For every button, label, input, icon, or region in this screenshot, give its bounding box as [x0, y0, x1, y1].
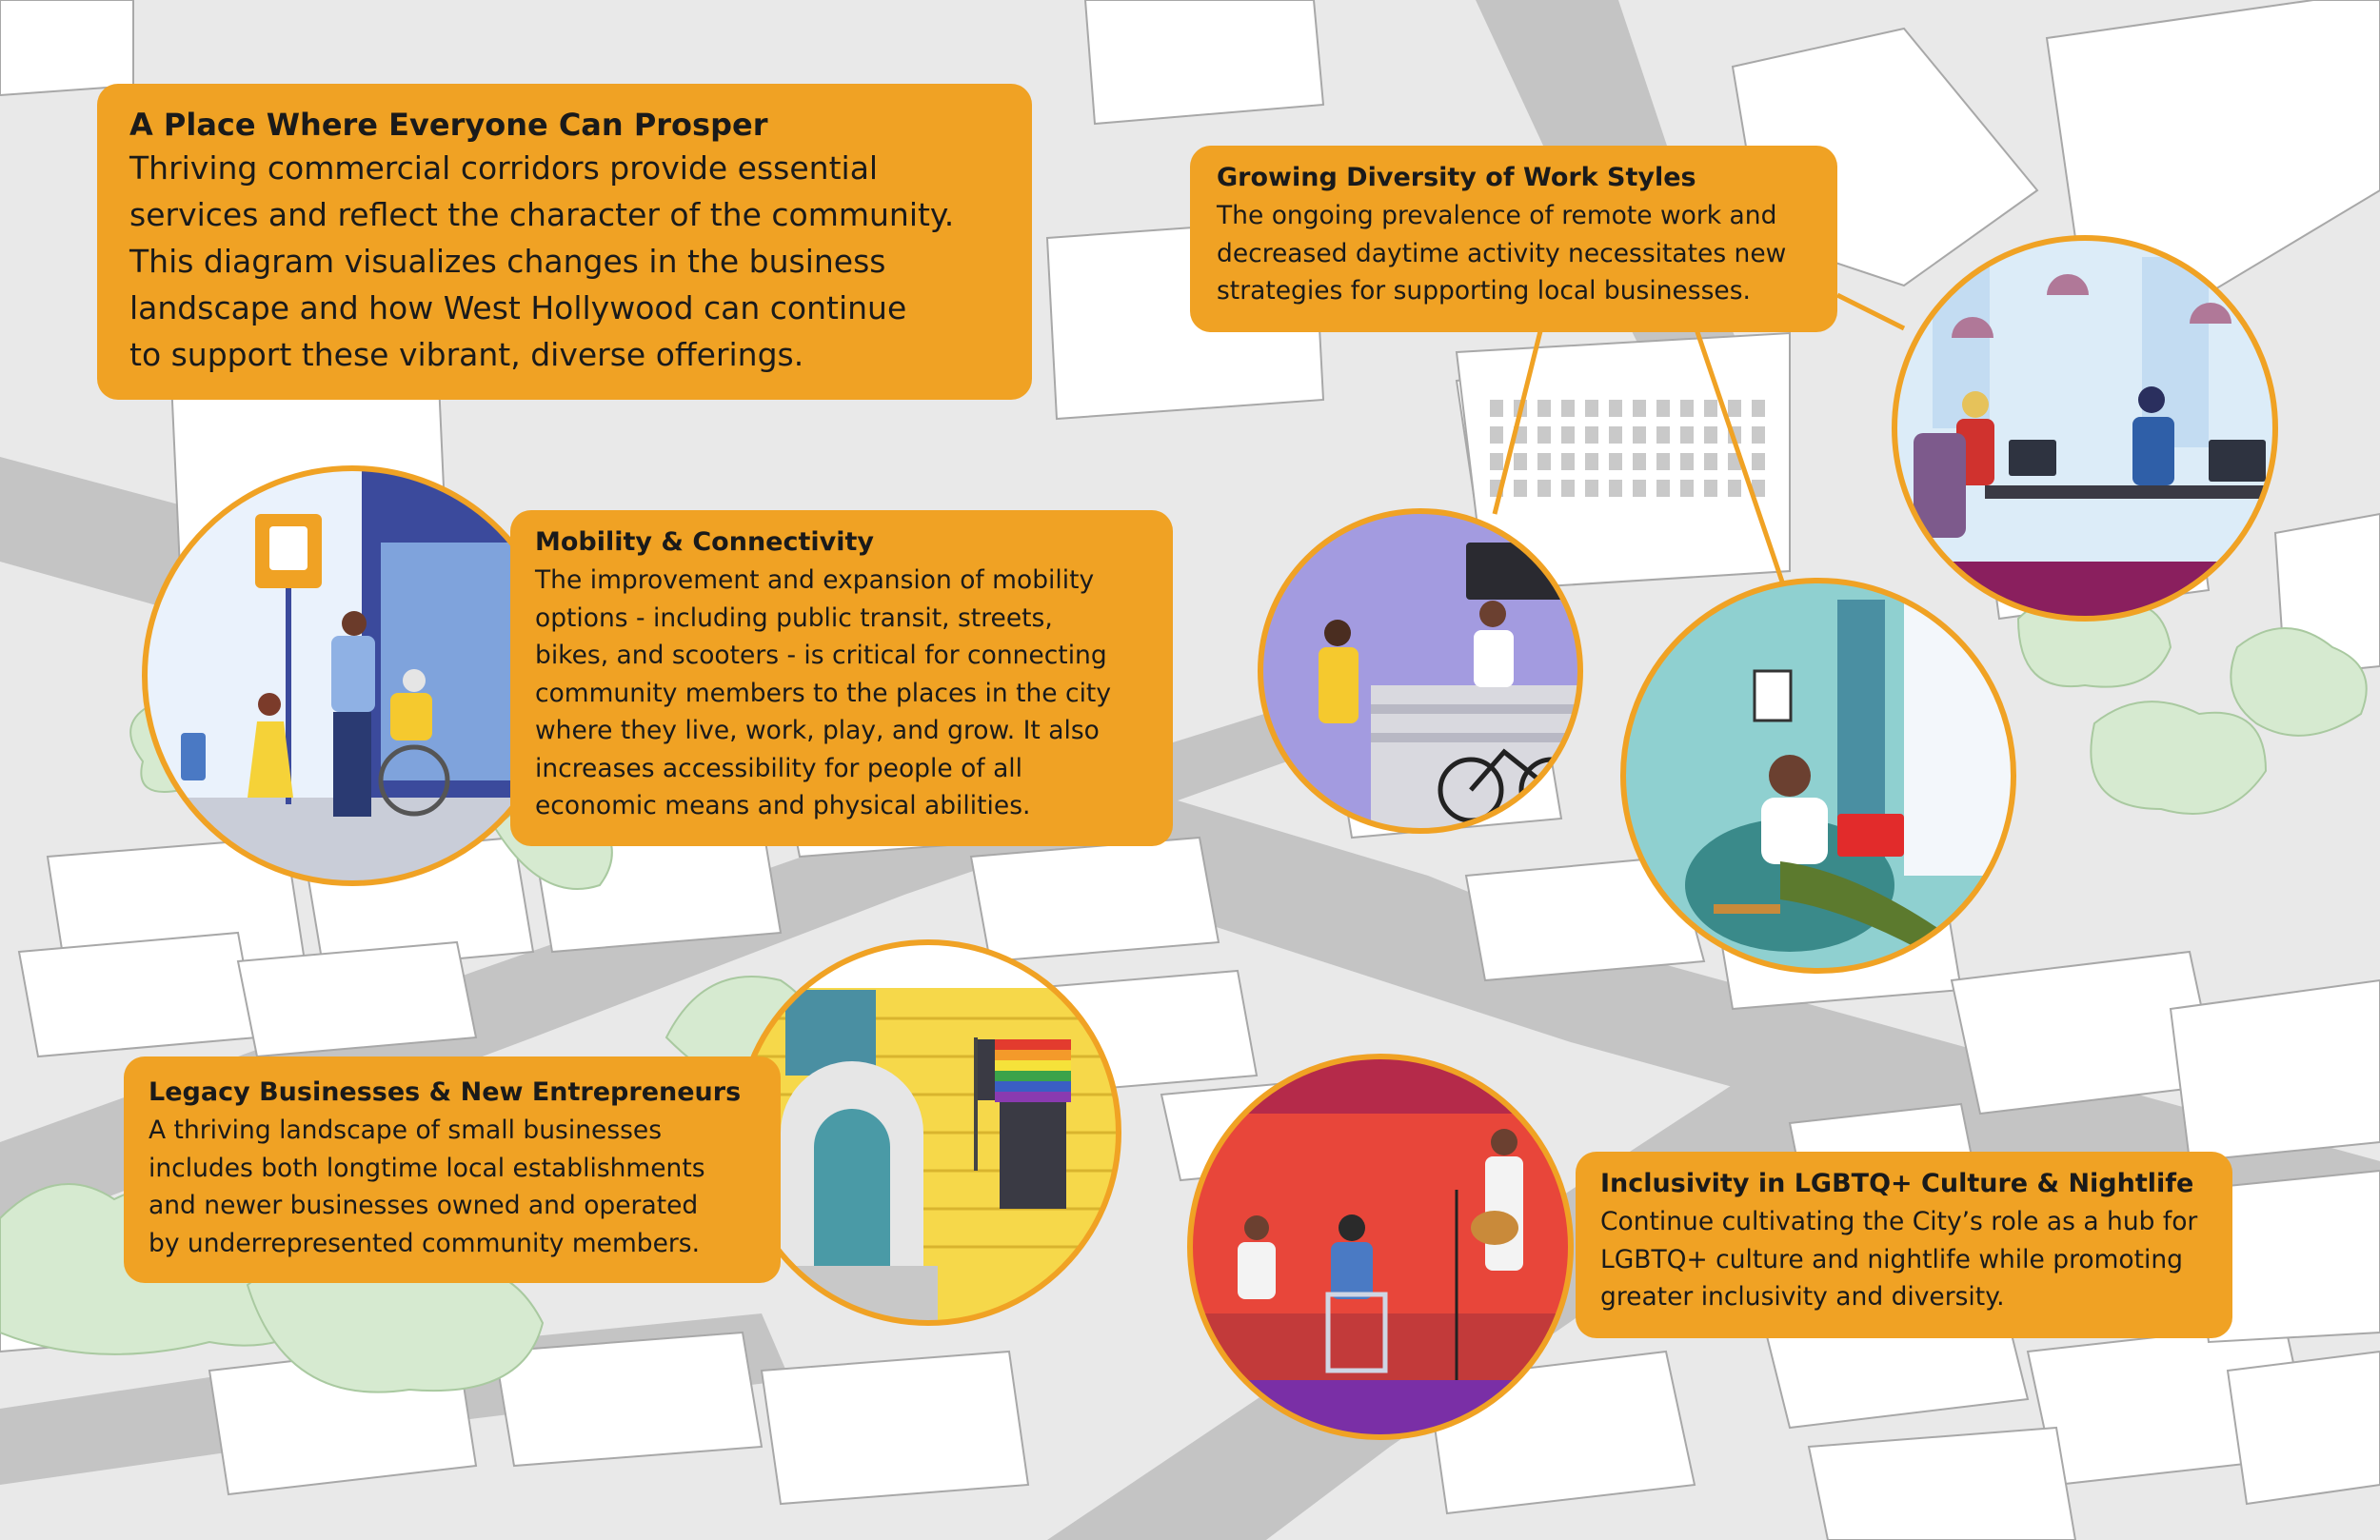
inclusivity-line: greater inclusivity and diversity. [1600, 1282, 2005, 1312]
office-illustration [1892, 235, 2278, 622]
inclusivity-line: LGBTQ+ culture and nightlife while promo… [1600, 1244, 2183, 1274]
mobility-line: The improvement and expansion of mobilit… [535, 565, 1095, 595]
inclusivity-line: Continue cultivating the City’s role as … [1600, 1207, 2198, 1236]
work-styles-callout: Growing Diversity of Work Styles The ong… [1190, 146, 1837, 332]
mobility-line: community members to the places in the c… [535, 678, 1112, 708]
inclusivity-callout: Inclusivity in LGBTQ+ Culture & Nightlif… [1576, 1152, 2232, 1338]
inclusivity-title: Inclusivity in LGBTQ+ Culture & Nightlif… [1600, 1169, 2194, 1198]
work-line: decreased daytime activity necessitates … [1217, 238, 1787, 268]
work-line: The ongoing prevalence of remote work an… [1217, 201, 1777, 230]
work-title: Growing Diversity of Work Styles [1217, 163, 1696, 192]
mobility-line: bikes, and scooters - is critical for co… [535, 641, 1107, 670]
intro-line: services and reflect the character of th… [129, 196, 955, 233]
legacy-line: by underrepresented community members. [149, 1228, 701, 1258]
mobility-line: where they live, work, play, and grow. I… [535, 716, 1100, 745]
intro-line: This diagram visualizes changes in the b… [129, 243, 886, 280]
mobility-line: economic means and physical abilities. [535, 791, 1031, 820]
intro-callout: A Place Where Everyone Can Prosper Thriv… [97, 84, 1032, 400]
legacy-callout: Legacy Businesses & New Entrepreneurs A … [124, 1056, 781, 1283]
legacy-title: Legacy Businesses & New Entrepreneurs [149, 1077, 742, 1107]
intro-line: Thriving commercial corridors provide es… [129, 149, 879, 187]
legacy-line: and newer businesses owned and operated [149, 1191, 699, 1220]
work-line: strategies for supporting local business… [1217, 276, 1751, 306]
mobility-line: increases accessibility for people of al… [535, 753, 1023, 783]
remote-work-illustration [1620, 578, 2016, 974]
intro-line: to support these vibrant, diverse offeri… [129, 336, 804, 373]
legacy-line: A thriving landscape of small businesses [149, 1116, 663, 1145]
mobility-callout: Mobility & Connectivity The improvement … [510, 510, 1173, 846]
mobility-line: options - including public transit, stre… [535, 602, 1053, 633]
mobility-title: Mobility & Connectivity [535, 527, 875, 557]
intro-line: landscape and how West Hollywood can con… [129, 289, 907, 326]
office-tower [1455, 331, 1791, 592]
intro-title: A Place Where Everyone Can Prosper [129, 107, 768, 143]
connector-lines [1492, 292, 1906, 591]
legacy-line: includes both longtime local establishme… [149, 1153, 705, 1183]
legacy-business-illustration [735, 939, 1121, 1326]
